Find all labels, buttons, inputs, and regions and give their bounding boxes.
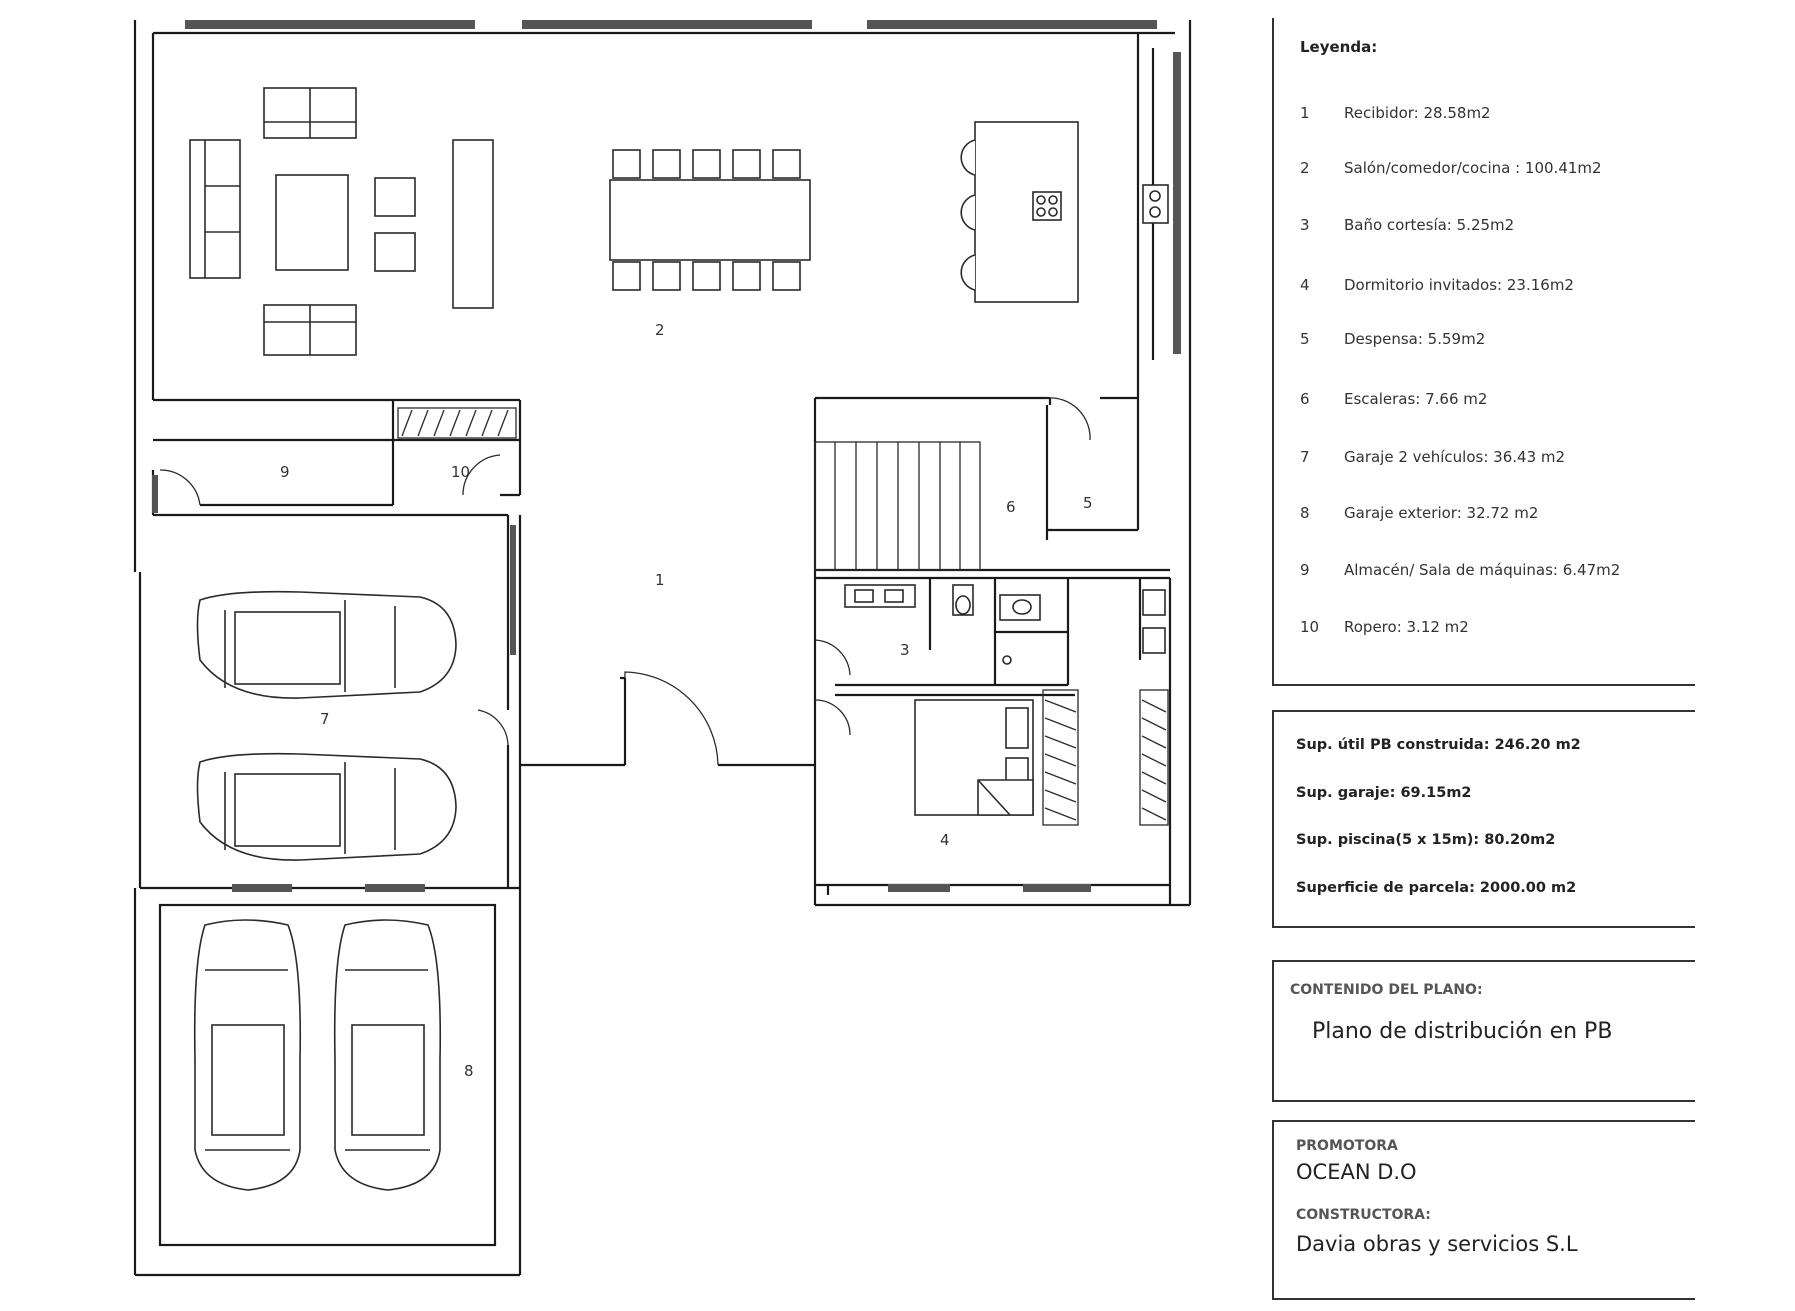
contents-value: Plano de distribución en PB [1312, 1019, 1613, 1044]
window [510, 525, 516, 655]
car-icon [193, 919, 302, 1191]
car-icon [196, 590, 457, 699]
stairs [814, 441, 981, 571]
wardrobe [397, 407, 1169, 826]
car-icon [196, 752, 457, 861]
window [867, 20, 1157, 29]
bed [914, 699, 1034, 816]
surface-garage: Sup. garaje: 69.15m2 [1296, 785, 1472, 801]
contents-panel: CONTENIDO DEL PLANO: Plano de distribuci… [1272, 960, 1695, 1102]
room-label-3: 3 [900, 641, 910, 659]
room-label-9: 9 [280, 463, 290, 481]
promoter-caption: PROMOTORA [1296, 1138, 1398, 1154]
promoter-value: OCEAN D.O [1296, 1160, 1417, 1184]
window [1023, 884, 1091, 892]
room-label-6: 6 [1006, 498, 1016, 516]
window [152, 475, 158, 513]
window [1173, 52, 1181, 354]
surface-pool: Sup. piscina(5 x 15m): 80.20m2 [1296, 832, 1556, 848]
room-label-4: 4 [940, 831, 950, 849]
window [365, 884, 425, 892]
builder-caption: CONSTRUCTORA: [1296, 1207, 1431, 1223]
floor-plan: 2 1 3 4 5 6 7 8 9 10 [133, 20, 1192, 1277]
room-label-10: 10 [451, 463, 470, 481]
exterior-walls [133, 20, 1192, 1277]
surfaces-panel: Sup. útil PB construida: 246.20 m2 Sup. … [1272, 710, 1695, 928]
bath-fixtures [844, 584, 1166, 665]
room-label-7: 7 [320, 710, 330, 728]
room-label-2: 2 [655, 321, 665, 339]
legend-title: Leyenda: [1300, 38, 1378, 56]
living-furniture [189, 87, 1169, 356]
contents-caption: CONTENIDO DEL PLANO: [1290, 982, 1483, 998]
window [888, 884, 950, 892]
room-label-1: 1 [655, 571, 665, 589]
room-label-5: 5 [1083, 494, 1093, 512]
car-icon [333, 919, 442, 1191]
surface-built: Sup. útil PB construida: 246.20 m2 [1296, 737, 1581, 753]
room-label-8: 8 [464, 1062, 474, 1080]
window [232, 884, 292, 892]
credits-panel: PROMOTORA OCEAN D.O CONSTRUCTORA: Davia … [1272, 1120, 1695, 1300]
window [522, 20, 812, 29]
builder-value: Davia obras y servicios S.L [1296, 1232, 1578, 1256]
surface-plot: Superficie de parcela: 2000.00 m2 [1296, 880, 1577, 896]
window [185, 20, 475, 29]
doors [159, 397, 1091, 766]
